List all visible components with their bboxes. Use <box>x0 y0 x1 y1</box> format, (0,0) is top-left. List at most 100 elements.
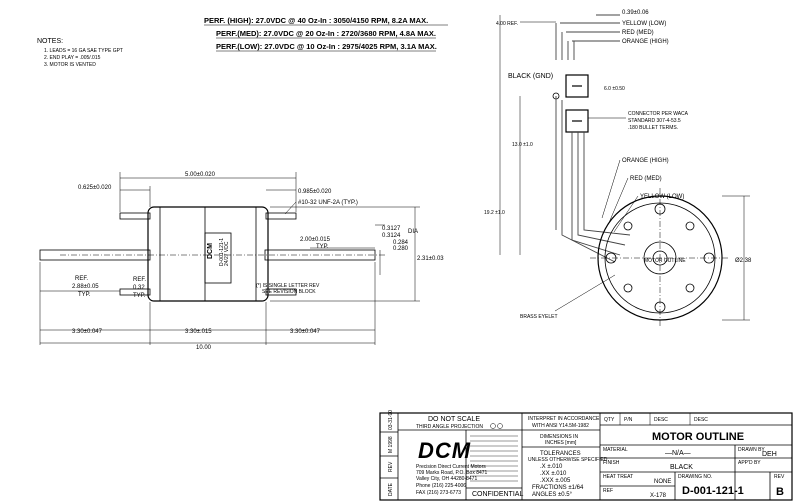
drawing-title: MOTOR OUTLINE <box>652 431 744 443</box>
connector-note-1: CONNECTOR PER WACA <box>628 111 689 117</box>
dim-60: 6.0 ±0.50 <box>604 86 625 92</box>
dim-330-right: 3.30±0.047 <box>290 329 321 335</box>
do-not-scale: DO NOT SCALE <box>428 416 480 423</box>
company-name: Precision Direct Current Motors <box>416 464 486 470</box>
dwg-label: DRAWING NO. <box>678 474 712 480</box>
lead-red-med: RED (MED) <box>622 30 654 36</box>
finish: BLACK <box>670 464 693 471</box>
drawn-label: DRAWN BY <box>738 447 765 453</box>
thread-callout: #10-32 UNF-2A (TYP.) <box>298 200 358 206</box>
dim-130: 13.0 ±1.0 <box>512 142 533 148</box>
dim-0625: 0.625±0.020 <box>78 185 112 191</box>
dims-in-1: DIMENSIONS IN <box>540 434 578 440</box>
dim-288-typ: TYP. <box>78 292 91 298</box>
tol-x: .X ±.010 <box>540 464 563 470</box>
body-logo: DCM <box>207 243 214 259</box>
dim-032: 0.32 <box>133 285 145 291</box>
dim-039: 0.39±0.06 <box>622 10 649 16</box>
dim-03124: 0.3124 <box>382 233 401 239</box>
ref-label: REF. <box>75 276 88 282</box>
interpret-2: WITH ANSI Y14.5M-1982 <box>532 423 589 429</box>
dim-200-typ: TYP. <box>316 244 329 250</box>
rev-col-3: REV <box>388 461 394 472</box>
dim-231: 2.31±0.03 <box>417 256 444 262</box>
tol-sub: UNLESS OTHERWISE SPECIFIED <box>528 457 608 463</box>
note-1: 1. LEADS = 16 GA SAE TYPE GPT <box>44 48 123 54</box>
rev-label: REV <box>774 474 785 480</box>
finish-label: FINISH <box>603 460 620 466</box>
rev-col-2: 03-31-90 <box>388 410 394 430</box>
perf-low: PERF.(LOW): 27.0VDC @ 10 Oz-In : 2975/40… <box>216 42 437 51</box>
body-line-1: D-001-121-1 <box>219 238 225 266</box>
dim-330-mid: 3.30±.015 <box>185 329 212 335</box>
tolerances: TOLERANCES <box>540 451 581 457</box>
dim-192: 19.2 ±1.0 <box>484 210 505 216</box>
material-label: MATERIAL <box>603 447 628 453</box>
company-phone: Phone (216) 225-4006 <box>416 483 466 489</box>
notes-block: NOTES: 1. LEADS = 16 GA SAE TYPE GPT 2. … <box>37 38 123 68</box>
appd-label: APP'D BY <box>738 460 761 466</box>
tol-xxx: .XXX ±.005 <box>540 478 571 484</box>
dim-total: 10.00 <box>196 345 212 351</box>
projection: THIRD ANGLE PROJECTION <box>416 424 483 430</box>
connector-note-2: STANDARD 307-4-53.5 <box>628 118 681 124</box>
drawing-number: D-001-121-1 <box>682 485 744 497</box>
rev-col-4: DATE <box>388 482 394 496</box>
brass-eyelet: BRASS EYELET <box>520 314 558 320</box>
desc-label-2: DESC <box>694 417 708 423</box>
tol-xx: .XX ±.010 <box>540 471 567 477</box>
rev-note-2: SEE REVISION BLOCK <box>262 289 316 295</box>
dim-0985: 0.985±0.020 <box>298 189 332 195</box>
dim-200: 2.00±0.015 <box>300 237 331 243</box>
lead-red-med-2: RED (MED) <box>630 176 662 182</box>
body-line-2: 24/27 VDC <box>224 241 230 266</box>
ref-value: X-178 <box>650 493 667 499</box>
rev-value: B <box>776 486 784 498</box>
notes-heading: NOTES: <box>37 38 63 45</box>
pn-label: P/N <box>624 417 633 423</box>
company-fax: FAX (216) 273-6773 <box>416 490 461 496</box>
legal-text <box>470 435 518 482</box>
material: —N/A— <box>665 450 691 457</box>
lead-yellow-low: YELLOW (LOW) <box>622 21 666 27</box>
side-view: DCM D-001-121-1 24/27 VDC 5.00±0.020 0.6… <box>39 172 444 351</box>
lead-black-gnd: BLACK (GND) <box>508 73 553 80</box>
rev-note-1: (*) IS SINGLE LETTER REV <box>256 283 320 289</box>
end-center-label: MOTOR OUTLINE <box>644 258 686 264</box>
dim-0284: 0.284 <box>393 240 409 246</box>
dim-330-left: 3.30±0.047 <box>72 329 103 335</box>
dim-dia-238: Ø2.38 <box>735 258 752 264</box>
note-3: 3. MOTOR IS VENTED <box>44 62 96 68</box>
heat-treat: NONE <box>654 479 671 485</box>
dim-dia: DIA <box>408 229 418 235</box>
qty-label: QTY <box>604 417 615 423</box>
lead-orange-high: ORANGE (HIGH) <box>622 39 669 45</box>
ref-label-tb: REF <box>603 488 613 494</box>
interpret-1: INTERPRET IN ACCORDANCE <box>528 416 600 422</box>
dim-03127: 0.3127 <box>382 226 401 232</box>
company-address-1: 709 Marks Road, P.O. Box 8471 <box>416 470 488 476</box>
ref-label-2: REF. <box>133 277 146 283</box>
rev-col-1: M 1998 <box>388 436 394 453</box>
perf-med: PERF.(MED): 27.0VDC @ 20 Oz-In : 2720/36… <box>216 29 436 38</box>
note-2: 2. END PLAY = .005/.015 <box>44 55 101 61</box>
desc-label: DESC <box>654 417 668 423</box>
dims-in-2: INCHES [mm] <box>545 440 577 446</box>
performance-specs: PERF. (HIGH): 27.0VDC @ 40 Oz-In : 3050/… <box>204 16 448 52</box>
heat-label: HEAT TREAT <box>603 474 633 480</box>
dim-032-typ: TYP. <box>133 293 146 299</box>
title-block: 03-31-90 M 1998 REV DATE DO NOT SCALE TH… <box>379 410 793 501</box>
dim-500: 5.00±0.020 <box>185 172 216 178</box>
connector-note-3: .180 BULLET TERMS. <box>628 125 678 131</box>
lead-orange-high-2: ORANGE (HIGH) <box>622 158 669 164</box>
dim-left-top: 4.00 REF. <box>496 21 518 27</box>
drawn-by: DEH <box>762 451 777 458</box>
perf-high: PERF. (HIGH): 27.0VDC @ 40 Oz-In : 3050/… <box>204 16 428 25</box>
confidential: CONFIDENTIAL <box>472 491 523 498</box>
lead-yellow-low-2: YELLOW (LOW) <box>640 194 684 200</box>
company-logo: DCM <box>418 438 471 463</box>
end-view: 0.39±0.06 YELLOW (LOW) RED (MED) ORANGE … <box>484 10 752 328</box>
tol-ang: ANGLES ±0.5° <box>532 492 573 498</box>
dim-0280: 0.280 <box>393 246 409 252</box>
